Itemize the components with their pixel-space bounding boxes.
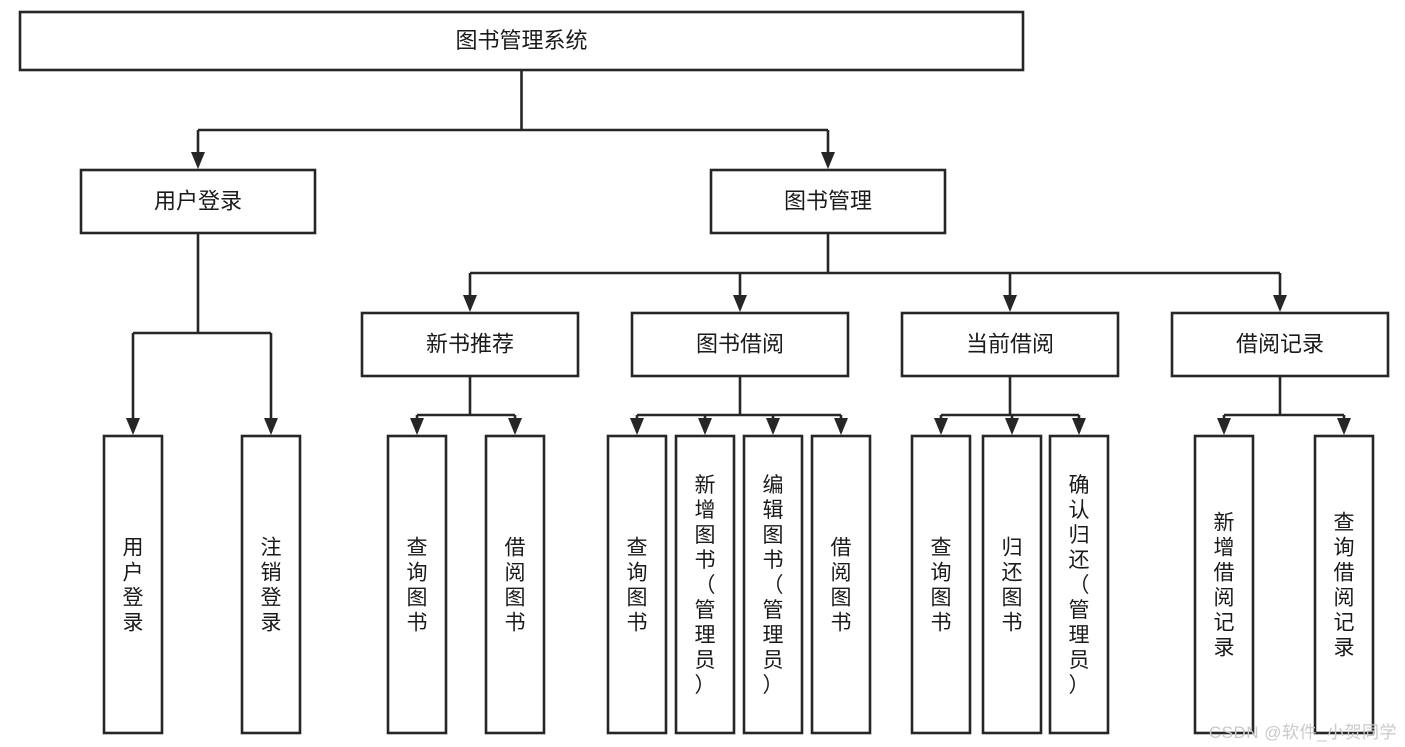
node-label: 查询借阅记录: [1334, 512, 1355, 660]
node-label: 确认归还（管理员）: [1069, 474, 1090, 697]
node-box[interactable]: [742, 434, 804, 735]
node-leaf-edit-book[interactable]: 编辑图书（管理员）: [742, 434, 804, 735]
node-leaf-borrow-book-2[interactable]: 借阅图书: [810, 434, 872, 735]
arrow-head: [463, 295, 477, 312]
node-label: 图书管理: [784, 188, 872, 213]
arrow-head: [630, 418, 644, 435]
node-box[interactable]: [630, 311, 850, 378]
node-leaf-user-login[interactable]: 用户登录: [102, 434, 164, 735]
node-box[interactable]: [709, 168, 947, 235]
node-leaf-query-record[interactable]: 查询借阅记录: [1313, 434, 1375, 735]
node-label: 查询图书: [627, 537, 648, 635]
node-box[interactable]: [1193, 434, 1255, 735]
node-box[interactable]: [484, 434, 546, 735]
node-layer: 图书管理系统用户登录图书管理新书推荐图书借阅当前借阅借阅记录用户登录注销登录查询…: [18, 10, 1390, 735]
node-box[interactable]: [674, 434, 736, 735]
node-label: 查询图书: [931, 537, 952, 635]
node-current-borrow[interactable]: 当前借阅: [900, 311, 1120, 378]
node-label: 新书推荐: [426, 331, 514, 356]
arrow-head: [1005, 418, 1019, 435]
node-box[interactable]: [981, 434, 1043, 735]
arrow-head: [1273, 295, 1287, 312]
node-label: 用户登录: [154, 188, 242, 213]
node-leaf-query-book-3[interactable]: 查询图书: [910, 434, 972, 735]
node-box[interactable]: [1048, 434, 1110, 735]
node-box[interactable]: [360, 311, 580, 378]
arrow-head: [410, 418, 424, 435]
node-label: 图书借阅: [696, 331, 784, 356]
node-leaf-logout[interactable]: 注销登录: [240, 434, 302, 735]
node-leaf-confirm-return[interactable]: 确认归还（管理员）: [1048, 434, 1110, 735]
node-borrow-record[interactable]: 借阅记录: [1170, 311, 1390, 378]
node-box[interactable]: [79, 168, 317, 235]
arrow-head: [264, 418, 278, 435]
arrow-head: [698, 418, 712, 435]
node-box[interactable]: [18, 10, 1025, 72]
arrow-head: [1072, 418, 1086, 435]
node-box[interactable]: [386, 434, 448, 735]
node-label: 当前借阅: [966, 331, 1054, 356]
node-label: 注销登录: [261, 537, 282, 635]
node-label: 新增图书（管理员）: [695, 474, 716, 697]
arrow-head: [834, 418, 848, 435]
arrow-head: [934, 418, 948, 435]
node-box[interactable]: [606, 434, 668, 735]
node-label: 编辑图书（管理员）: [763, 474, 784, 697]
connector-layer: [126, 70, 1351, 435]
node-leaf-return-book[interactable]: 归还图书: [981, 434, 1043, 735]
node-box[interactable]: [810, 434, 872, 735]
node-label: 新增借阅记录: [1214, 512, 1235, 660]
arrow-head: [733, 295, 747, 312]
node-box[interactable]: [1170, 311, 1390, 378]
node-leaf-add-record[interactable]: 新增借阅记录: [1193, 434, 1255, 735]
node-leaf-borrow-book-1[interactable]: 借阅图书: [484, 434, 546, 735]
arrow-head: [508, 418, 522, 435]
node-leaf-query-book-2[interactable]: 查询图书: [606, 434, 668, 735]
node-label: 查询图书: [407, 537, 428, 635]
node-label: 借阅图书: [505, 537, 526, 635]
node-new-book-rec[interactable]: 新书推荐: [360, 311, 580, 378]
node-book-manage[interactable]: 图书管理: [709, 168, 947, 235]
node-label: 用户登录: [123, 537, 144, 635]
node-box[interactable]: [1313, 434, 1375, 735]
node-label: 归还图书: [1002, 537, 1023, 635]
arrow-head: [191, 152, 205, 169]
node-box[interactable]: [240, 434, 302, 735]
node-label: 借阅图书: [831, 537, 852, 635]
arrow-head: [126, 418, 140, 435]
node-box[interactable]: [900, 311, 1120, 378]
arrow-head: [1003, 295, 1017, 312]
node-leaf-query-book-1[interactable]: 查询图书: [386, 434, 448, 735]
arrow-head: [1217, 418, 1231, 435]
node-user-login[interactable]: 用户登录: [79, 168, 317, 235]
node-root[interactable]: 图书管理系统: [18, 10, 1025, 72]
node-box[interactable]: [910, 434, 972, 735]
arrow-head: [766, 418, 780, 435]
node-leaf-add-book[interactable]: 新增图书（管理员）: [674, 434, 736, 735]
arrow-head: [821, 152, 835, 169]
node-label: 借阅记录: [1236, 331, 1324, 356]
node-label: 图书管理系统: [455, 28, 587, 53]
node-book-borrow[interactable]: 图书借阅: [630, 311, 850, 378]
arrow-head: [1337, 418, 1351, 435]
node-box[interactable]: [102, 434, 164, 735]
